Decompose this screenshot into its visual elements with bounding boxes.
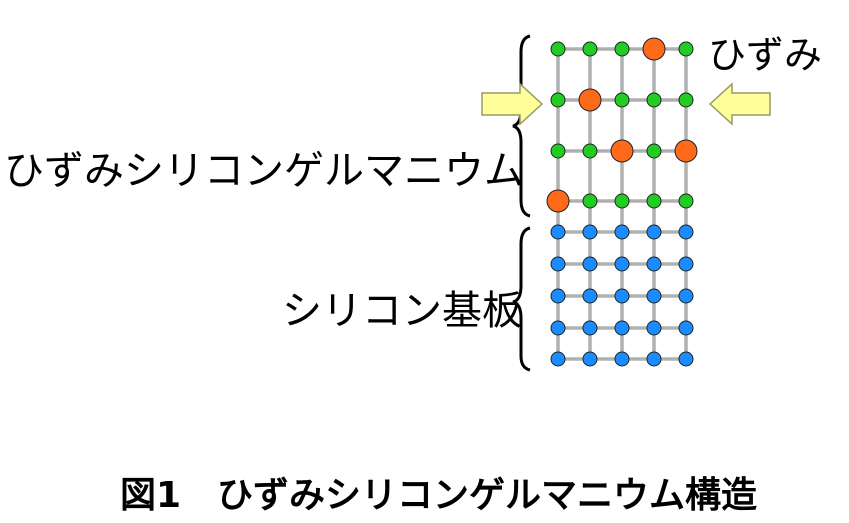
- sige-atom: [582, 41, 598, 57]
- si-atom: [614, 224, 630, 240]
- si-atom: [646, 320, 662, 336]
- si-atom: [550, 256, 566, 272]
- compression-arrows: [481, 82, 771, 126]
- ge-atom: [642, 37, 666, 61]
- si-atom: [614, 351, 630, 367]
- si-atom: [582, 351, 598, 367]
- si-atom: [646, 351, 662, 367]
- si-atom: [582, 320, 598, 336]
- ge-atom: [546, 189, 570, 213]
- si-atom: [582, 288, 598, 304]
- ge-atom: [674, 139, 698, 163]
- ge-atom: [578, 88, 602, 112]
- figure-caption: 図1 ひずみシリコンゲルマニウム構造: [120, 475, 758, 516]
- si-atom: [550, 320, 566, 336]
- si-atom: [678, 320, 694, 336]
- sige-atom: [550, 92, 566, 108]
- sige-layer-label: ひずみシリコンゲルマニウム: [4, 148, 524, 194]
- sige-atom: [582, 143, 598, 159]
- si-atom: [678, 288, 694, 304]
- substrate-label: シリコン基板: [282, 288, 522, 334]
- atoms: [546, 37, 698, 367]
- si-atom: [582, 224, 598, 240]
- sige-atom: [646, 92, 662, 108]
- substrate-brace: [512, 226, 531, 372]
- sige-atom: [678, 92, 694, 108]
- ge-atom: [610, 139, 634, 163]
- si-atom: [646, 288, 662, 304]
- si-atom: [678, 256, 694, 272]
- arrow-right-icon: [481, 82, 544, 126]
- sige-atom: [678, 193, 694, 209]
- si-atom: [550, 288, 566, 304]
- strain-label: ひずみ: [708, 33, 823, 77]
- arrow-left-icon: [708, 82, 771, 126]
- si-atom: [678, 224, 694, 240]
- sige-atom: [550, 143, 566, 159]
- si-atom: [582, 256, 598, 272]
- braces: [512, 34, 531, 372]
- si-atom: [550, 351, 566, 367]
- si-atom: [550, 224, 566, 240]
- sige-atom: [614, 193, 630, 209]
- si-atom: [646, 224, 662, 240]
- sige-atom: [582, 193, 598, 209]
- sige-atom: [678, 41, 694, 57]
- sige-brace: [512, 34, 531, 218]
- sige-atom: [614, 41, 630, 57]
- sige-atom: [550, 41, 566, 57]
- si-atom: [614, 320, 630, 336]
- sige-atom: [646, 193, 662, 209]
- si-atom: [646, 256, 662, 272]
- si-atom: [678, 351, 694, 367]
- sige-atom: [646, 143, 662, 159]
- si-atom: [614, 288, 630, 304]
- si-atom: [614, 256, 630, 272]
- sige-atom: [614, 92, 630, 108]
